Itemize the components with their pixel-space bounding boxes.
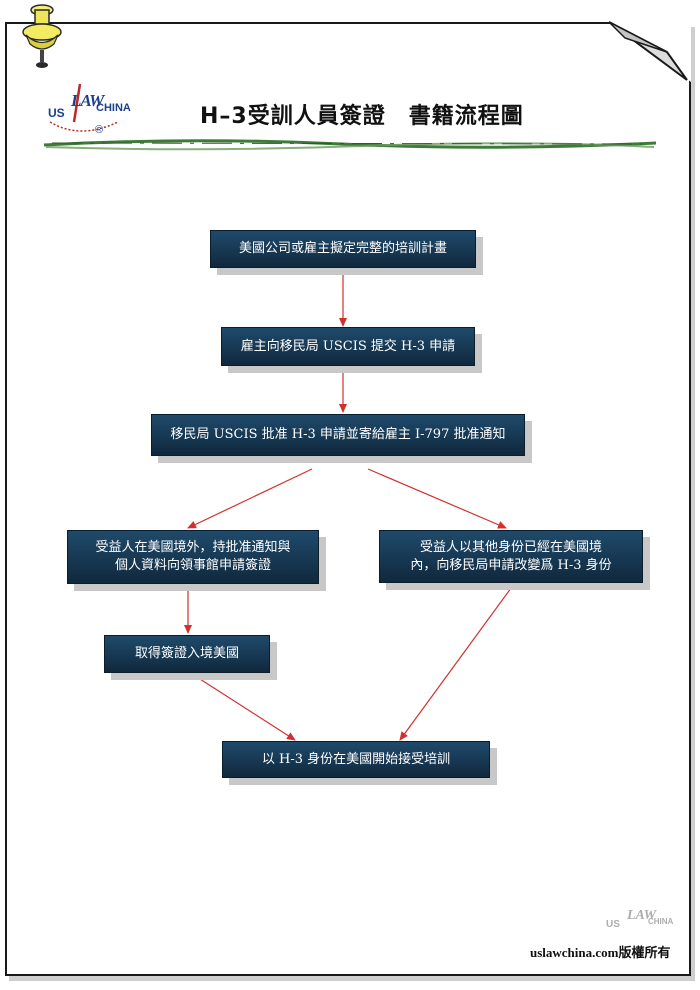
step-entry-box: 取得簽證入境美國 (104, 635, 270, 673)
step-consulate-line1: 受益人在美國境外，持批准通知與 (95, 540, 291, 555)
copyright-text: uslawchina.com版權所有 (530, 945, 671, 960)
push-pin-icon (22, 4, 62, 68)
watermark-us: US (606, 919, 620, 930)
step-approval-label: 移民局 USCIS 批准 H-3 申請並寄給雇主 I-797 批准通知 (170, 427, 506, 442)
paper-sheet (5, 22, 691, 976)
step-entry-label: 取得簽證入境美國 (134, 646, 239, 661)
divider-line (43, 139, 657, 151)
page-title: H–3受訓人員簽證 書籍流程圖 (200, 104, 524, 129)
step-training-label: 以 H-3 身份在美國開始接受培訓 (261, 751, 451, 767)
watermark-law: LAW (627, 908, 657, 923)
logo-us: US (48, 106, 65, 120)
watermark-china: CHINA (648, 917, 674, 926)
step-petition-box: 雇主向移民局 USCIS 提交 H-3 申請 (221, 327, 475, 366)
uslawchina-watermark: LAW US CHINA (604, 905, 684, 939)
step-consulate-box: 受益人在美國境外，持批准通知與 個人資料向領事館申請簽證 (67, 530, 319, 584)
step-petition-label: 雇主向移民局 USCIS 提交 H-3 申請 (240, 338, 456, 354)
logo-law: LAW (71, 91, 104, 110)
step-change-status-line2: 內，向移民局申請改變爲 H-3 身份 (410, 557, 612, 573)
step-consulate-line2: 個人資料向領事館申請簽證 (114, 558, 271, 573)
registered-mark: ® (95, 124, 104, 136)
page-curl-icon (607, 20, 691, 82)
uslawchina-logo: US LAW CHINA ® (40, 78, 140, 148)
step-plan-box: 美國公司或雇主擬定完整的培訓計畫 (210, 230, 476, 268)
step-approval-box: 移民局 USCIS 批准 H-3 申請並寄給雇主 I-797 批准通知 (151, 414, 525, 456)
logo-china: CHINA (96, 102, 131, 114)
step-plan-label: 美國公司或雇主擬定完整的培訓計畫 (238, 241, 447, 256)
step-training-box: 以 H-3 身份在美國開始接受培訓 (222, 741, 490, 778)
step-change-status-box: 受益人以其他身份已經在美國境 內，向移民局申請改變爲 H-3 身份 (379, 530, 643, 583)
step-change-status-line1: 受益人以其他身份已經在美國境 (419, 539, 602, 555)
